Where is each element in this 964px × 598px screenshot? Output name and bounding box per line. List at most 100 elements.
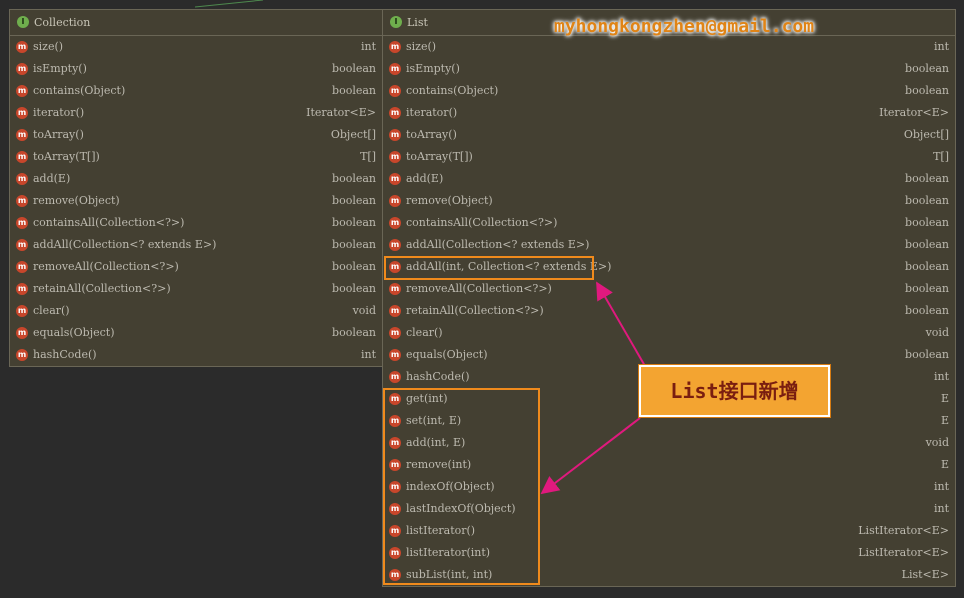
method-return-type: T[] (933, 150, 949, 163)
method-icon: m (389, 393, 401, 405)
method-name: removeAll(Collection<?>) (33, 260, 179, 273)
method-return-type: Object[] (903, 128, 949, 141)
method-return-type: boolean (332, 326, 376, 339)
method-return-type: int (933, 370, 949, 383)
method-return-type: boolean (332, 216, 376, 229)
method-icon: m (389, 173, 401, 185)
method-return-type: int (933, 480, 949, 493)
method-name: toArray(T[]) (406, 150, 473, 163)
method-return-type: Object[] (330, 128, 376, 141)
method-icon: m (389, 437, 401, 449)
method-icon: m (16, 107, 28, 119)
method-name: add(E) (33, 172, 71, 185)
method-row[interactable]: m add(int, E) void (383, 432, 955, 454)
method-icon: m (16, 173, 28, 185)
method-icon: m (389, 41, 401, 53)
method-icon: m (389, 305, 401, 317)
method-row[interactable]: m contains(Object) boolean (10, 80, 382, 102)
list-new-methods-callout: List接口新增 (639, 365, 830, 417)
method-icon: m (389, 547, 401, 559)
method-return-type: int (933, 40, 949, 53)
method-name: contains(Object) (33, 84, 126, 97)
method-return-type: boolean (332, 172, 376, 185)
method-name: clear() (406, 326, 443, 339)
method-name: iterator() (33, 106, 85, 119)
list-panel-header[interactable]: I List (383, 10, 955, 36)
collection-panel-header[interactable]: I Collection (10, 10, 382, 36)
method-icon: m (16, 261, 28, 273)
method-row[interactable]: m add(E) boolean (10, 168, 382, 190)
method-name: addAll(Collection<? extends E>) (406, 238, 590, 251)
method-icon: m (16, 305, 28, 317)
method-name: listIterator() (406, 524, 476, 537)
method-name: hashCode() (33, 348, 97, 361)
method-return-type: void (352, 304, 376, 317)
method-icon: m (389, 481, 401, 493)
background-connector-line (195, 0, 264, 8)
method-name: add(int, E) (406, 436, 466, 449)
method-return-type: void (925, 436, 949, 449)
method-return-type: int (360, 348, 376, 361)
method-name: equals(Object) (406, 348, 488, 361)
method-name: toArray() (33, 128, 84, 141)
method-icon: m (389, 239, 401, 251)
method-return-type: boolean (332, 84, 376, 97)
method-name: add(E) (406, 172, 444, 185)
method-icon: m (389, 283, 401, 295)
method-icon: m (389, 217, 401, 229)
method-name: toArray() (406, 128, 457, 141)
method-return-type: boolean (332, 282, 376, 295)
method-name: remove(Object) (33, 194, 120, 207)
method-name: hashCode() (406, 370, 470, 383)
method-icon: m (389, 415, 401, 427)
method-return-type: E (940, 414, 949, 427)
method-return-type: E (940, 458, 949, 471)
method-icon: m (16, 85, 28, 97)
method-return-type: void (925, 326, 949, 339)
method-icon: m (16, 63, 28, 75)
method-name: equals(Object) (33, 326, 115, 339)
method-name: isEmpty() (33, 62, 87, 75)
method-return-type: boolean (905, 304, 949, 317)
